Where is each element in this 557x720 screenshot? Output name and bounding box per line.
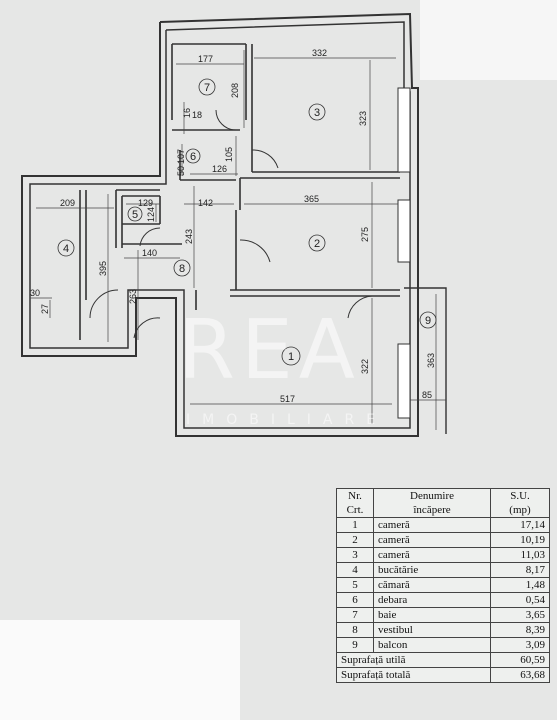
windows	[397, 87, 411, 419]
dim-room9-width: 85	[422, 390, 432, 400]
dim-107: 107	[176, 149, 186, 164]
dim-room2-height: 275	[360, 227, 370, 242]
dim-room1-height: 322	[360, 359, 370, 374]
balcony-outline	[404, 287, 447, 434]
room-9-label: 9	[425, 315, 431, 327]
dim-27: 27	[40, 304, 50, 314]
watermark-logo: REA	[178, 303, 361, 398]
header-su: S.U.(mp)	[490, 488, 550, 518]
room-numbers: 7 3 6 5 2 4 8 9 1	[63, 82, 431, 363]
dim-30: 30	[30, 288, 40, 298]
dim-room3-width: 332	[312, 48, 327, 58]
dim-16: 16	[182, 108, 192, 118]
room-5-label: 5	[132, 209, 138, 221]
dim-room9-height: 363	[426, 353, 436, 368]
dim-140: 140	[142, 248, 157, 258]
dim-room1-width: 517	[280, 394, 295, 404]
dimension-labels: 177 332 208 323 16 18 107 50 105 126 209…	[30, 48, 436, 404]
dim-room4-height: 395	[98, 261, 108, 276]
room-1-label: 1	[288, 351, 294, 363]
dim-18: 18	[192, 110, 202, 120]
dim-263: 263	[128, 289, 138, 304]
room-4-label: 4	[63, 243, 69, 255]
dim-142: 142	[198, 198, 213, 208]
dimension-lines	[30, 50, 446, 430]
watermark: REA IMOBILIARE	[178, 303, 387, 428]
dim-room2-width: 365	[304, 194, 319, 204]
dim-room5-width: 129	[138, 198, 153, 208]
watermark-subtitle: IMOBILIARE	[186, 412, 387, 428]
room-3-label: 3	[314, 107, 320, 119]
scan-background	[420, 0, 557, 80]
dim-room4-width: 209	[60, 198, 75, 208]
doors	[89, 109, 373, 339]
dim-room7-width: 177	[198, 54, 213, 64]
room-8-label: 8	[179, 263, 185, 275]
dim-105: 105	[224, 147, 234, 162]
dim-50: 50	[176, 166, 186, 176]
interior-walls	[79, 43, 400, 340]
dim-126: 126	[212, 164, 227, 174]
room-6-label: 6	[190, 151, 196, 163]
dim-243: 243	[184, 229, 194, 244]
dim-room7-height: 208	[230, 83, 240, 98]
room-7-label: 7	[204, 82, 210, 94]
floor-plan: 177 332 208 323 16 18 107 50 105 126 209…	[21, 12, 447, 437]
header-nr: Nr.Crt.	[336, 488, 374, 518]
dim-124: 124	[146, 207, 156, 222]
scan-background	[0, 620, 240, 720]
room-2-label: 2	[314, 238, 320, 250]
room-markers	[57, 78, 437, 366]
dim-room3-height: 323	[358, 111, 368, 126]
